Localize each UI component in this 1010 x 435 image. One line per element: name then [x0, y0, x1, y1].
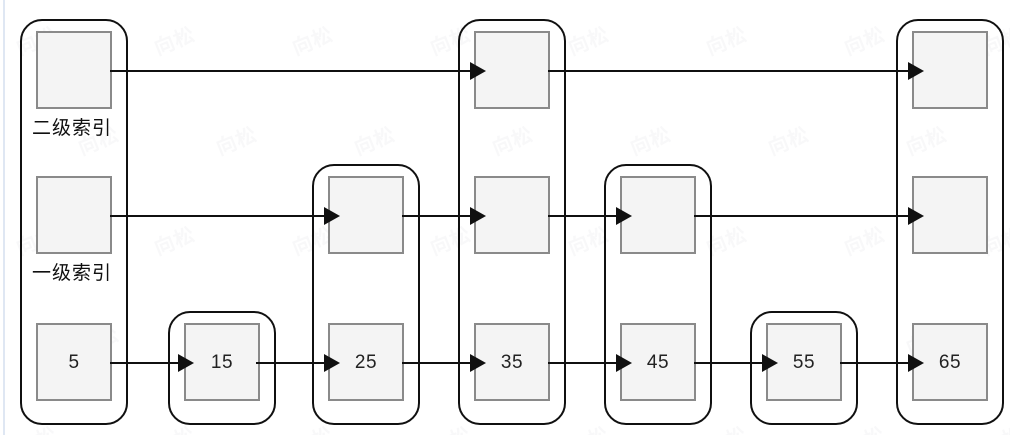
watermark-text: 向松 [765, 123, 813, 160]
watermark-text: 向松 [289, 23, 337, 60]
watermark-text: 向松 [841, 223, 889, 260]
watermark-text: 向松 [627, 123, 675, 160]
pointer-line [110, 215, 324, 217]
pointer-line [694, 362, 762, 364]
node-value-cell: 55 [766, 323, 842, 401]
node-tower [896, 19, 1004, 425]
pointer-line [548, 215, 616, 217]
pointer-line [110, 362, 178, 364]
node-index-cell [328, 176, 404, 254]
watermark-text: 向松 [563, 418, 613, 435]
level-label-level-2: 二级索引 [32, 118, 113, 139]
pointer-arrow-icon [616, 207, 632, 225]
node-value-cell: 35 [474, 323, 550, 401]
node-index-cell [36, 31, 112, 109]
watermark-text: 向松 [213, 123, 261, 160]
pointer-line [840, 362, 908, 364]
level-label-level-1: 一级索引 [32, 263, 113, 284]
node-tower [458, 19, 566, 425]
watermark-text: 向松 [351, 123, 399, 160]
pointer-line [694, 215, 908, 217]
pointer-line [548, 362, 616, 364]
watermark-text: 向松 [151, 223, 199, 260]
pointer-arrow-icon [178, 354, 194, 372]
node-tower [750, 311, 858, 425]
node-tower [168, 311, 276, 425]
pointer-arrow-icon [470, 207, 486, 225]
watermark-text: 向松 [565, 23, 613, 60]
pointer-arrow-icon [908, 354, 924, 372]
watermark-text: 向松 [151, 23, 199, 60]
node-value-cell: 25 [328, 323, 404, 401]
pointer-line [548, 70, 908, 72]
watermark-text: 向松 [841, 23, 889, 60]
pointer-arrow-icon [324, 354, 340, 372]
page-left-rule [3, 0, 5, 435]
pointer-arrow-icon [908, 207, 924, 225]
pointer-arrow-icon [324, 207, 340, 225]
watermark-text: 向松 [703, 23, 751, 60]
node-tower [604, 164, 712, 425]
pointer-arrow-icon [470, 62, 486, 80]
pointer-arrow-icon [762, 354, 778, 372]
node-value-cell: 15 [184, 323, 260, 401]
node-value-cell: 5 [36, 323, 112, 401]
pointer-line [402, 215, 470, 217]
node-value-cell: 65 [912, 323, 988, 401]
pointer-line [256, 362, 324, 364]
node-index-cell [912, 31, 988, 109]
node-index-cell [36, 176, 112, 254]
pointer-line [110, 70, 470, 72]
watermark-text: 向松 [701, 418, 751, 435]
node-index-cell [912, 176, 988, 254]
node-tower [312, 164, 420, 425]
pointer-line [402, 362, 470, 364]
pointer-arrow-icon [470, 354, 486, 372]
node-index-cell [620, 176, 696, 254]
pointer-arrow-icon [908, 62, 924, 80]
pointer-arrow-icon [616, 354, 632, 372]
node-tower [20, 19, 128, 425]
